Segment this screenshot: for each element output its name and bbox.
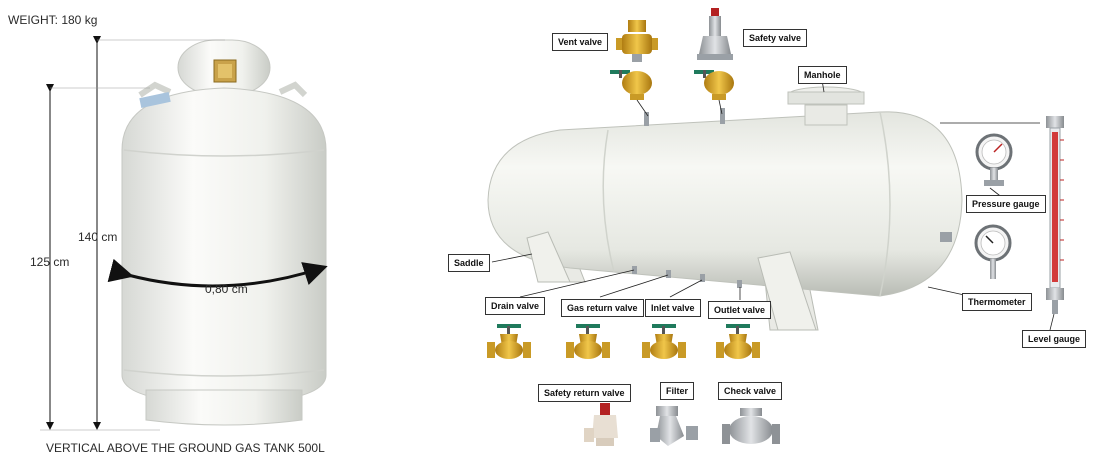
drain-valve-icon [487,324,531,359]
dimension-lines [40,36,328,431]
outlet-valve-icon [716,324,760,359]
pressure-gauge-label: Pressure gauge [966,195,1046,213]
gas-return-valve-label: Gas return valve [561,299,644,317]
height-body-label: 125 cm [30,255,70,269]
pressure-gauge-icon [975,133,1013,186]
safety-return-valve-icon [584,403,618,446]
filter-icon [650,406,698,446]
weight-label: WEIGHT: 180 kg [8,13,98,27]
safety-return-valve-label: Safety return valve [538,384,631,402]
horizontal-tank [487,86,963,331]
drain-valve-label: Drain valve [485,297,546,315]
gas-return-valve-icon [566,324,610,359]
inlet-valve-icon [642,324,686,359]
check-valve-label: Check valve [718,382,783,400]
safety-valve-label: Safety valve [743,29,808,47]
top-globe-valve-right-icon [694,70,734,100]
tank-caption: VERTICAL ABOVE THE GROUND GAS TANK 500L [46,441,325,455]
inlet-valve-label: Inlet valve [645,299,701,317]
height-total-label: 140 cm [78,230,118,244]
level-gauge-icon [1046,116,1064,314]
vent-valve-icon [616,20,658,62]
level-gauge-label: Level gauge [1022,330,1087,348]
filter-label: Filter [660,382,695,400]
safety-valve-icon [697,8,733,60]
thermometer-label: Thermometer [962,293,1032,311]
diameter-label: 0,80 cm [205,282,248,296]
check-valve-icon [722,408,780,444]
vent-valve-label: Vent valve [552,33,609,51]
saddle-label: Saddle [448,254,490,272]
vertical-tank [121,39,327,426]
manhole-label: Manhole [798,66,847,84]
outlet-valve-label: Outlet valve [708,301,772,319]
top-globe-valve-left-icon [610,70,652,100]
thermometer-icon [974,224,1012,279]
